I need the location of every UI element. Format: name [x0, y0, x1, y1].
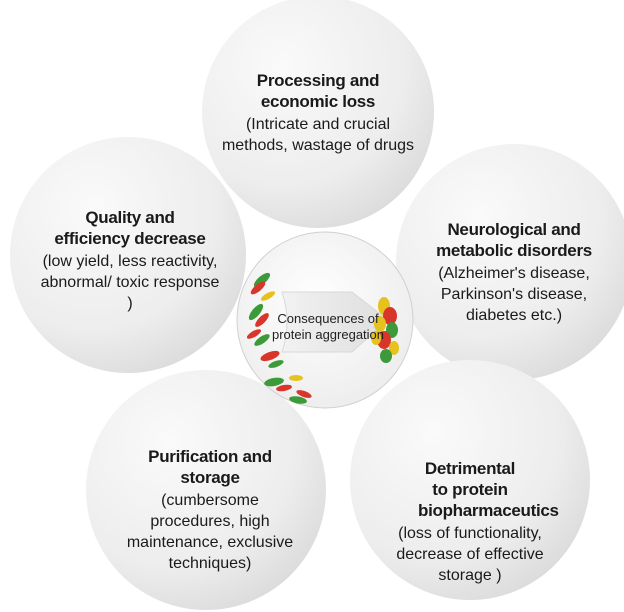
fibrils-left-icon: [246, 272, 312, 404]
petal-upper-right: [396, 144, 624, 380]
petal-lower-right-body: (loss of functionality, decrease of effe…: [396, 525, 544, 584]
petal-upper-right-body: (Alzheimer's disease, Parkinson's diseas…: [438, 265, 590, 324]
petal-lower-left-title: Purification and storage: [148, 447, 272, 487]
petal-upper-right-text: Neurological and metabolic disorders (Al…: [416, 219, 612, 326]
petal-top: [202, 0, 434, 228]
petal-upper-left-body: (low yield, less reactivity, abnormal/ t…: [40, 253, 220, 312]
center-arrow: [281, 291, 389, 353]
petal-lower-right-title: Detrimental to protein biopharmaceutics: [418, 459, 559, 520]
petal-lower-left-text: Purification and storage (cumbersome pro…: [120, 446, 300, 574]
petal-lower-right-text: Detrimental to protein biopharmaceutics …: [382, 458, 559, 586]
petal-top-body: (Intricate and crucial methods, wastage …: [221, 116, 415, 154]
petal-top-text: Processing and economic loss (Intricate …: [218, 70, 418, 156]
petal-lower-left: [86, 370, 326, 610]
petal-upper-left-text: Quality and efficiency decrease (low yie…: [40, 207, 220, 314]
petal-upper-right-title: Neurological and metabolic disorders: [436, 220, 592, 260]
aggregate-cluster-right-icon: [371, 297, 399, 363]
center-label: Consequences of protein aggregation: [271, 311, 385, 342]
petal-upper-left-title: Quality and efficiency decrease: [54, 208, 206, 248]
petal-top-title: Processing and economic loss: [256, 71, 380, 111]
petal-upper-left: [10, 137, 246, 373]
petal-lower-right: [350, 360, 590, 600]
petal-lower-left-body: (cumbersome procedures, high maintenance…: [126, 492, 294, 572]
